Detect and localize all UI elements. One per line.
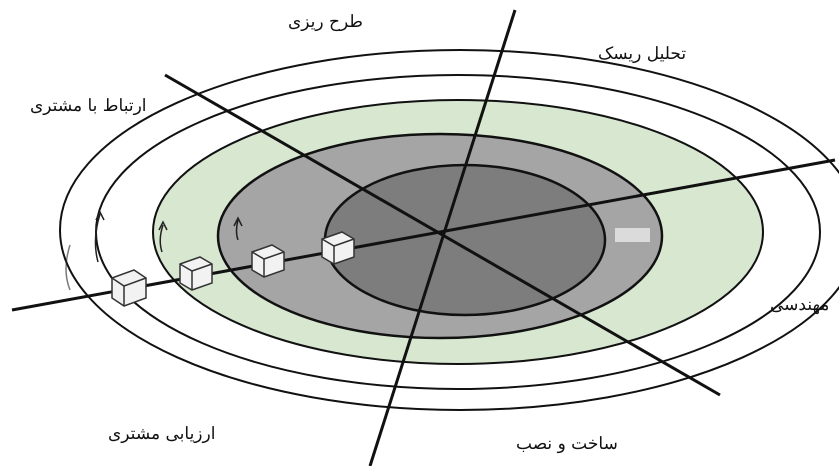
label-engineering: مهندسی	[770, 295, 829, 315]
box-3	[252, 245, 284, 277]
label-construction-release: ساخت و نصب	[516, 434, 618, 454]
label-planning: طرح ریزی	[288, 12, 363, 32]
label-customer-evaluation: ارزیابی مشتری	[108, 424, 215, 444]
inner-gray-core	[325, 165, 605, 315]
box-1	[112, 270, 146, 306]
faint-marker	[615, 228, 650, 242]
box-2	[180, 257, 212, 290]
label-customer-communication: ارتباط با مشتری	[30, 96, 147, 116]
box-4	[322, 232, 354, 264]
label-risk-analysis: تحلیل ریسک	[598, 44, 686, 64]
